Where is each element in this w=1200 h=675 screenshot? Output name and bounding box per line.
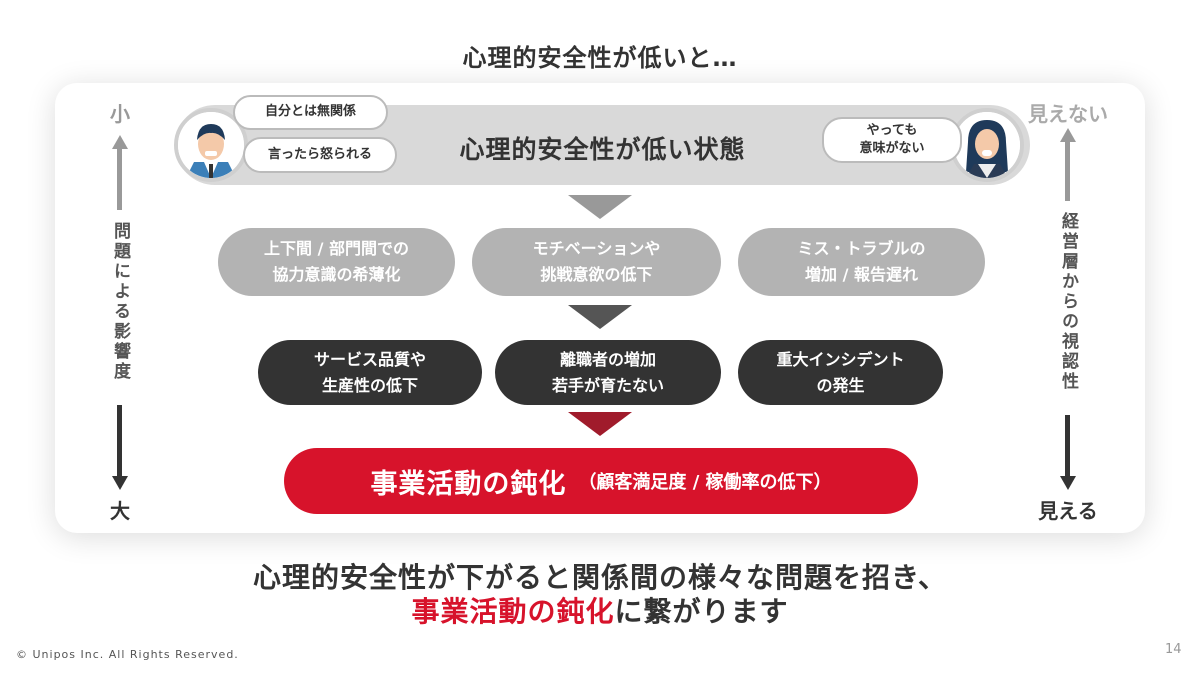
conclusion-line1: 心理的安全性が下がると関係間の様々な問題を招き、 [252, 561, 948, 594]
effect-pill: 上下間 / 部門間での協力意識の希薄化 [218, 228, 455, 296]
woman-avatar-icon [950, 108, 1024, 182]
effect-pill: モチベーションや挑戦意欲の低下 [472, 228, 721, 296]
pill-line: 上下間 / 部門間での [264, 239, 409, 259]
left-axis-bottom: 大 [110, 499, 130, 523]
conclusion-highlight: 事業活動の鈍化 [411, 595, 615, 628]
arrow-down-icon [1060, 476, 1076, 490]
right-axis-top: 見えない [1028, 102, 1108, 126]
consequence-pill: 離職者の増加若手が育たない [495, 340, 721, 405]
arrow-down-icon [568, 195, 632, 219]
pill-line: モチベーションや [532, 239, 661, 259]
copyright: © Unipos Inc. All Rights Reserved. [16, 648, 239, 661]
pill-line: 協力意識の希薄化 [272, 265, 401, 284]
pill-line: 挑戦意欲の低下 [540, 265, 653, 284]
conclusion-rest: に繋がります [614, 595, 789, 628]
result-pill: 事業活動の鈍化 （顧客満足度 / 稼働率の低下） [284, 448, 918, 514]
axis-line [1065, 415, 1070, 477]
consequence-pill: 重大インシデントの発生 [738, 340, 943, 405]
effect-pill: ミス・トラブルの増加 / 報告遅れ [738, 228, 985, 296]
left-axis-top: 小 [110, 102, 130, 126]
arrow-up-icon [1060, 128, 1076, 142]
speech-bubble: 自分とは無関係 [233, 95, 388, 130]
pill-line: サービス品質や [313, 349, 426, 369]
conclusion-line2: 事業活動の鈍化に繋がります [0, 590, 1200, 630]
axis-line [117, 148, 122, 210]
pill-line: 生産性の低下 [321, 375, 418, 395]
bubble-line: 意味がない [859, 141, 925, 156]
arrow-up-icon [112, 135, 128, 149]
consequence-pill: サービス品質や生産性の低下 [258, 340, 482, 405]
pill-line: 若手が育たない [551, 375, 664, 395]
pill-line: 離職者の増加 [559, 349, 656, 369]
speech-bubble: 言ったら怒られる [243, 137, 397, 173]
pill-line: 増加 / 報告遅れ [805, 265, 918, 284]
arrow-down-icon [568, 412, 632, 436]
page-number: 14 [1165, 642, 1182, 657]
right-axis-label: 経営層からの視認性 [1058, 212, 1078, 392]
arrow-down-icon [568, 305, 632, 329]
axis-line [117, 405, 122, 477]
left-axis-label: 問題による影響度 [110, 222, 130, 382]
pill-line: 重大インシデント [776, 349, 905, 369]
right-axis-bottom: 見える [1038, 499, 1098, 523]
pill-line: ミス・トラブルの [797, 239, 926, 259]
pill-line: の発生 [816, 375, 865, 395]
axis-line [1065, 141, 1070, 201]
banner-title: 心理的安全性が低い状態 [459, 135, 746, 164]
speech-bubble: やっても 意味がない [822, 117, 962, 163]
result-sub: （顧客満足度 / 稼働率の低下） [578, 472, 832, 493]
bubble-line: やっても [866, 122, 918, 138]
arrow-down-icon [112, 476, 128, 490]
result-main: 事業活動の鈍化 [370, 468, 567, 500]
slide-title: 心理的安全性が低いと… [462, 44, 738, 72]
